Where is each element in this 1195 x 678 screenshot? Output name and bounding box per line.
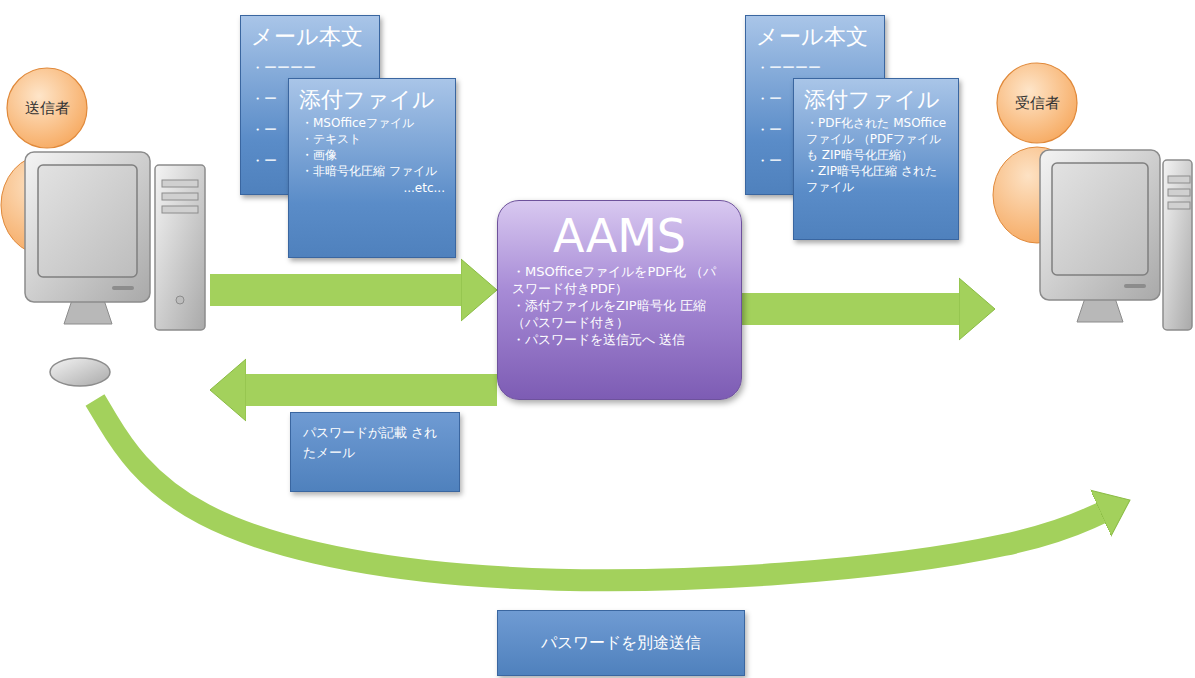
node-text: ・ーーーー (756, 52, 874, 83)
receiver-monitor (1052, 163, 1148, 275)
receiver-tower (1168, 202, 1190, 209)
sender-tower (162, 206, 198, 213)
sender-mouse (50, 358, 110, 386)
node-heading: 添付ファイル (804, 85, 948, 115)
sender-mouse (50, 358, 110, 386)
node-text: ・ーーーー (251, 52, 369, 83)
sender-tower (162, 193, 198, 200)
receiver-tower (1168, 176, 1190, 183)
node-heading: メール本文 (251, 22, 369, 52)
node-text: ...etc... (299, 179, 445, 197)
node-text: ・添付ファイルをZIP暗号化 圧縮（パスワード付き） (512, 297, 727, 331)
receiver-person: 受信者 (995, 55, 1192, 500)
sender-tower (162, 180, 198, 187)
node-text: ・非暗号化圧縮 ファイル (299, 163, 445, 179)
node-text: ・ZIP暗号化圧縮 されたファイル (804, 163, 948, 195)
node-text: ・テキスト (299, 131, 445, 147)
flow-arrow (245, 374, 497, 406)
attachment-card: 添付ファイル・MSOfficeファイル・テキスト・画像・非暗号化圧縮 ファイル.… (288, 78, 456, 258)
node-heading: パスワードを別途送信 (510, 621, 732, 654)
attachment-card: 添付ファイル・PDF化された MSOfficeファイル （PDFファイルも ZI… (793, 78, 959, 240)
sender-monitor (25, 152, 150, 324)
node-heading: メール本文 (756, 22, 874, 52)
node-text: ・画像 (299, 147, 445, 163)
node-text: ・PDF化された MSOfficeファイル （PDFファイルも ZIP暗号化圧縮… (804, 115, 948, 163)
sender-person: 送信者 (5, 60, 210, 400)
node-text: ・MSOfficeファイルをPDF化 （パスワード付きPDF） (512, 263, 727, 297)
receiver-monitor (1040, 150, 1160, 300)
receiver-tower (1163, 160, 1192, 330)
receiver-tower (1163, 160, 1192, 330)
receiver-monitor (1124, 284, 1146, 288)
receiver-tower (1168, 189, 1190, 196)
node-heading: AAMS (512, 209, 727, 263)
node-text: ・MSOfficeファイル (299, 115, 445, 131)
node-text: ・パスワードを送信元へ 送信 (512, 331, 727, 348)
sender-tower (155, 165, 205, 330)
receiver-monitor (1077, 298, 1123, 322)
node-heading: 受信者 (995, 93, 1079, 113)
flow-arrow (210, 274, 462, 306)
password-mail-box: パスワードが記載 されたメール (290, 412, 460, 492)
flow-arrow (95, 400, 1102, 580)
sender-monitor (38, 165, 137, 277)
flow-arrow (742, 293, 960, 325)
node-heading: 送信者 (5, 98, 89, 118)
sender-tower (176, 296, 184, 304)
aams-server-box: AAMS・MSOfficeファイルをPDF化 （パスワード付きPDF）・添付ファ… (497, 200, 742, 400)
sender-tower (155, 165, 205, 330)
sender-monitor (25, 152, 150, 302)
node-heading: パスワードが記載 されたメール (303, 423, 447, 463)
sender-monitor (64, 300, 112, 324)
receiver-monitor (1040, 150, 1160, 322)
node-heading: 添付ファイル (299, 85, 445, 115)
sender-monitor (112, 286, 134, 290)
connectors (95, 290, 1102, 580)
separate-password-box: パスワードを別途送信 (497, 610, 745, 676)
